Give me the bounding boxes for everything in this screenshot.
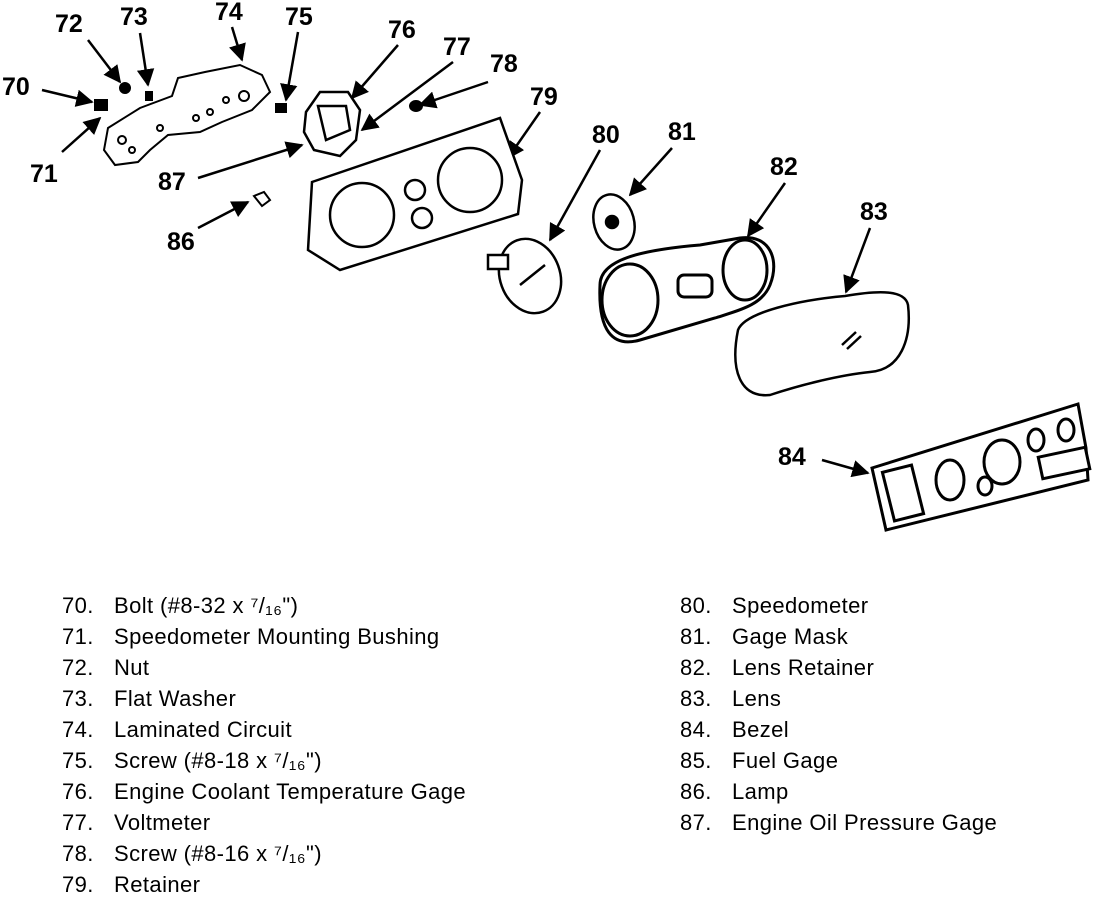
- legend-label: Laminated Circuit: [114, 717, 292, 742]
- legend-row: 78. Screw (#8-16 x ⁷/₁₆"): [62, 838, 582, 869]
- legend-number: 76.: [62, 779, 94, 804]
- legend-right-column: 80. Speedometer 81. Gage Mask 82. Lens Reta…: [680, 590, 1100, 838]
- legend-number: 82.: [680, 655, 712, 680]
- callout-77: 77: [443, 33, 471, 61]
- legend-label: Screw (#8-16 x ⁷/₁₆"): [114, 841, 322, 866]
- legend-label: Speedometer Mounting Bushing: [114, 624, 440, 649]
- legend-label: Lens Retainer: [732, 655, 875, 680]
- legend-number: 79.: [62, 872, 94, 897]
- legend-number: 80.: [680, 593, 712, 618]
- legend-label: Bolt (#8-32 x ⁷/₁₆"): [114, 593, 299, 618]
- legend-row: 83. Lens: [680, 683, 1100, 714]
- legend-row: 77. Voltmeter: [62, 807, 582, 838]
- callout-84: 84: [778, 443, 806, 471]
- legend-row: 71. Speedometer Mounting Bushing: [62, 621, 582, 652]
- lens-part: [734, 291, 910, 397]
- legend-label: Voltmeter: [114, 810, 211, 835]
- legend-number: 74.: [62, 717, 94, 742]
- legend-label: Speedometer: [732, 593, 869, 618]
- gage-mask-part: [592, 193, 636, 251]
- speedometer-part: [486, 237, 563, 315]
- callout-78: 78: [490, 50, 518, 78]
- legend-number: 77.: [62, 810, 94, 835]
- legend-row: 79. Retainer: [62, 869, 582, 900]
- legend-label: Retainer: [114, 872, 201, 897]
- callout-72: 72: [55, 10, 83, 38]
- leader-lines: [41, 26, 872, 478]
- legend-label: Bezel: [732, 717, 790, 742]
- legend-label: Lamp: [732, 779, 789, 804]
- lens-retainer-part: [598, 236, 776, 344]
- callout-76: 76: [388, 16, 416, 44]
- legend-label: Flat Washer: [114, 686, 237, 711]
- callout-87: 87: [158, 168, 186, 196]
- legend-row: 85. Fuel Gage: [680, 745, 1100, 776]
- legend-row: 76. Engine Coolant Temperature Gage: [62, 776, 582, 807]
- legend-left-column: 70. Bolt (#8-32 x ⁷/₁₆") 71. Speedometer M…: [62, 590, 582, 900]
- legend-label: Lens: [732, 686, 782, 711]
- retainer-part: [306, 116, 524, 272]
- callout-80: 80: [592, 121, 620, 149]
- legend-row: 74. Laminated Circuit: [62, 714, 582, 745]
- callout-86: 86: [167, 228, 195, 256]
- laminated-circuit-part: [102, 63, 272, 167]
- legend-number: 86.: [680, 779, 712, 804]
- legend-row: 72. Nut: [62, 652, 582, 683]
- legend-number: 75.: [62, 748, 94, 773]
- legend-number: 72.: [62, 655, 94, 680]
- legend-row: 82. Lens Retainer: [680, 652, 1100, 683]
- legend-row: 84. Bezel: [680, 714, 1100, 745]
- callout-71: 71: [30, 160, 58, 188]
- legend-label: Engine Coolant Temperature Gage: [114, 779, 466, 804]
- bezel-part: [870, 402, 1092, 532]
- callout-75: 75: [285, 3, 313, 31]
- legend-number: 83.: [680, 686, 712, 711]
- callout-83: 83: [860, 198, 888, 226]
- legend-number: 73.: [62, 686, 94, 711]
- legend-label: Screw (#8-18 x ⁷/₁₆"): [114, 748, 322, 773]
- legend-row: 70. Bolt (#8-32 x ⁷/₁₆"): [62, 590, 582, 621]
- legend-number: 70.: [62, 593, 94, 618]
- legend-row: 80. Speedometer: [680, 590, 1100, 621]
- legend-number: 78.: [62, 841, 94, 866]
- legend-row: 87. Engine Oil Pressure Gage: [680, 807, 1100, 838]
- callout-70: 70: [2, 73, 30, 101]
- legend-label: Fuel Gage: [732, 748, 839, 773]
- legend-row: 75. Screw (#8-18 x ⁷/₁₆"): [62, 745, 582, 776]
- legend-label: Gage Mask: [732, 624, 849, 649]
- legend-row: 73. Flat Washer: [62, 683, 582, 714]
- legend-number: 87.: [680, 810, 712, 835]
- callout-74: 74: [215, 0, 243, 26]
- exploded-view-diagram: 70 71 72 73 74 75 76 77 78 79 80 81 82 8…: [2, 0, 1092, 532]
- legend-number: 71.: [62, 624, 94, 649]
- legend-number: 85.: [680, 748, 712, 773]
- gage-cluster-part: [302, 90, 362, 158]
- legend-label: Engine Oil Pressure Gage: [732, 810, 998, 835]
- callout-82: 82: [770, 153, 798, 181]
- legend-row: 86. Lamp: [680, 776, 1100, 807]
- legend-number: 84.: [680, 717, 712, 742]
- callout-79: 79: [530, 83, 558, 111]
- legend-label: Nut: [114, 655, 150, 680]
- legend-number: 81.: [680, 624, 712, 649]
- legend-row: 81. Gage Mask: [680, 621, 1100, 652]
- callout-73: 73: [120, 3, 148, 31]
- small-hardware: [94, 82, 423, 208]
- callout-81: 81: [668, 118, 696, 146]
